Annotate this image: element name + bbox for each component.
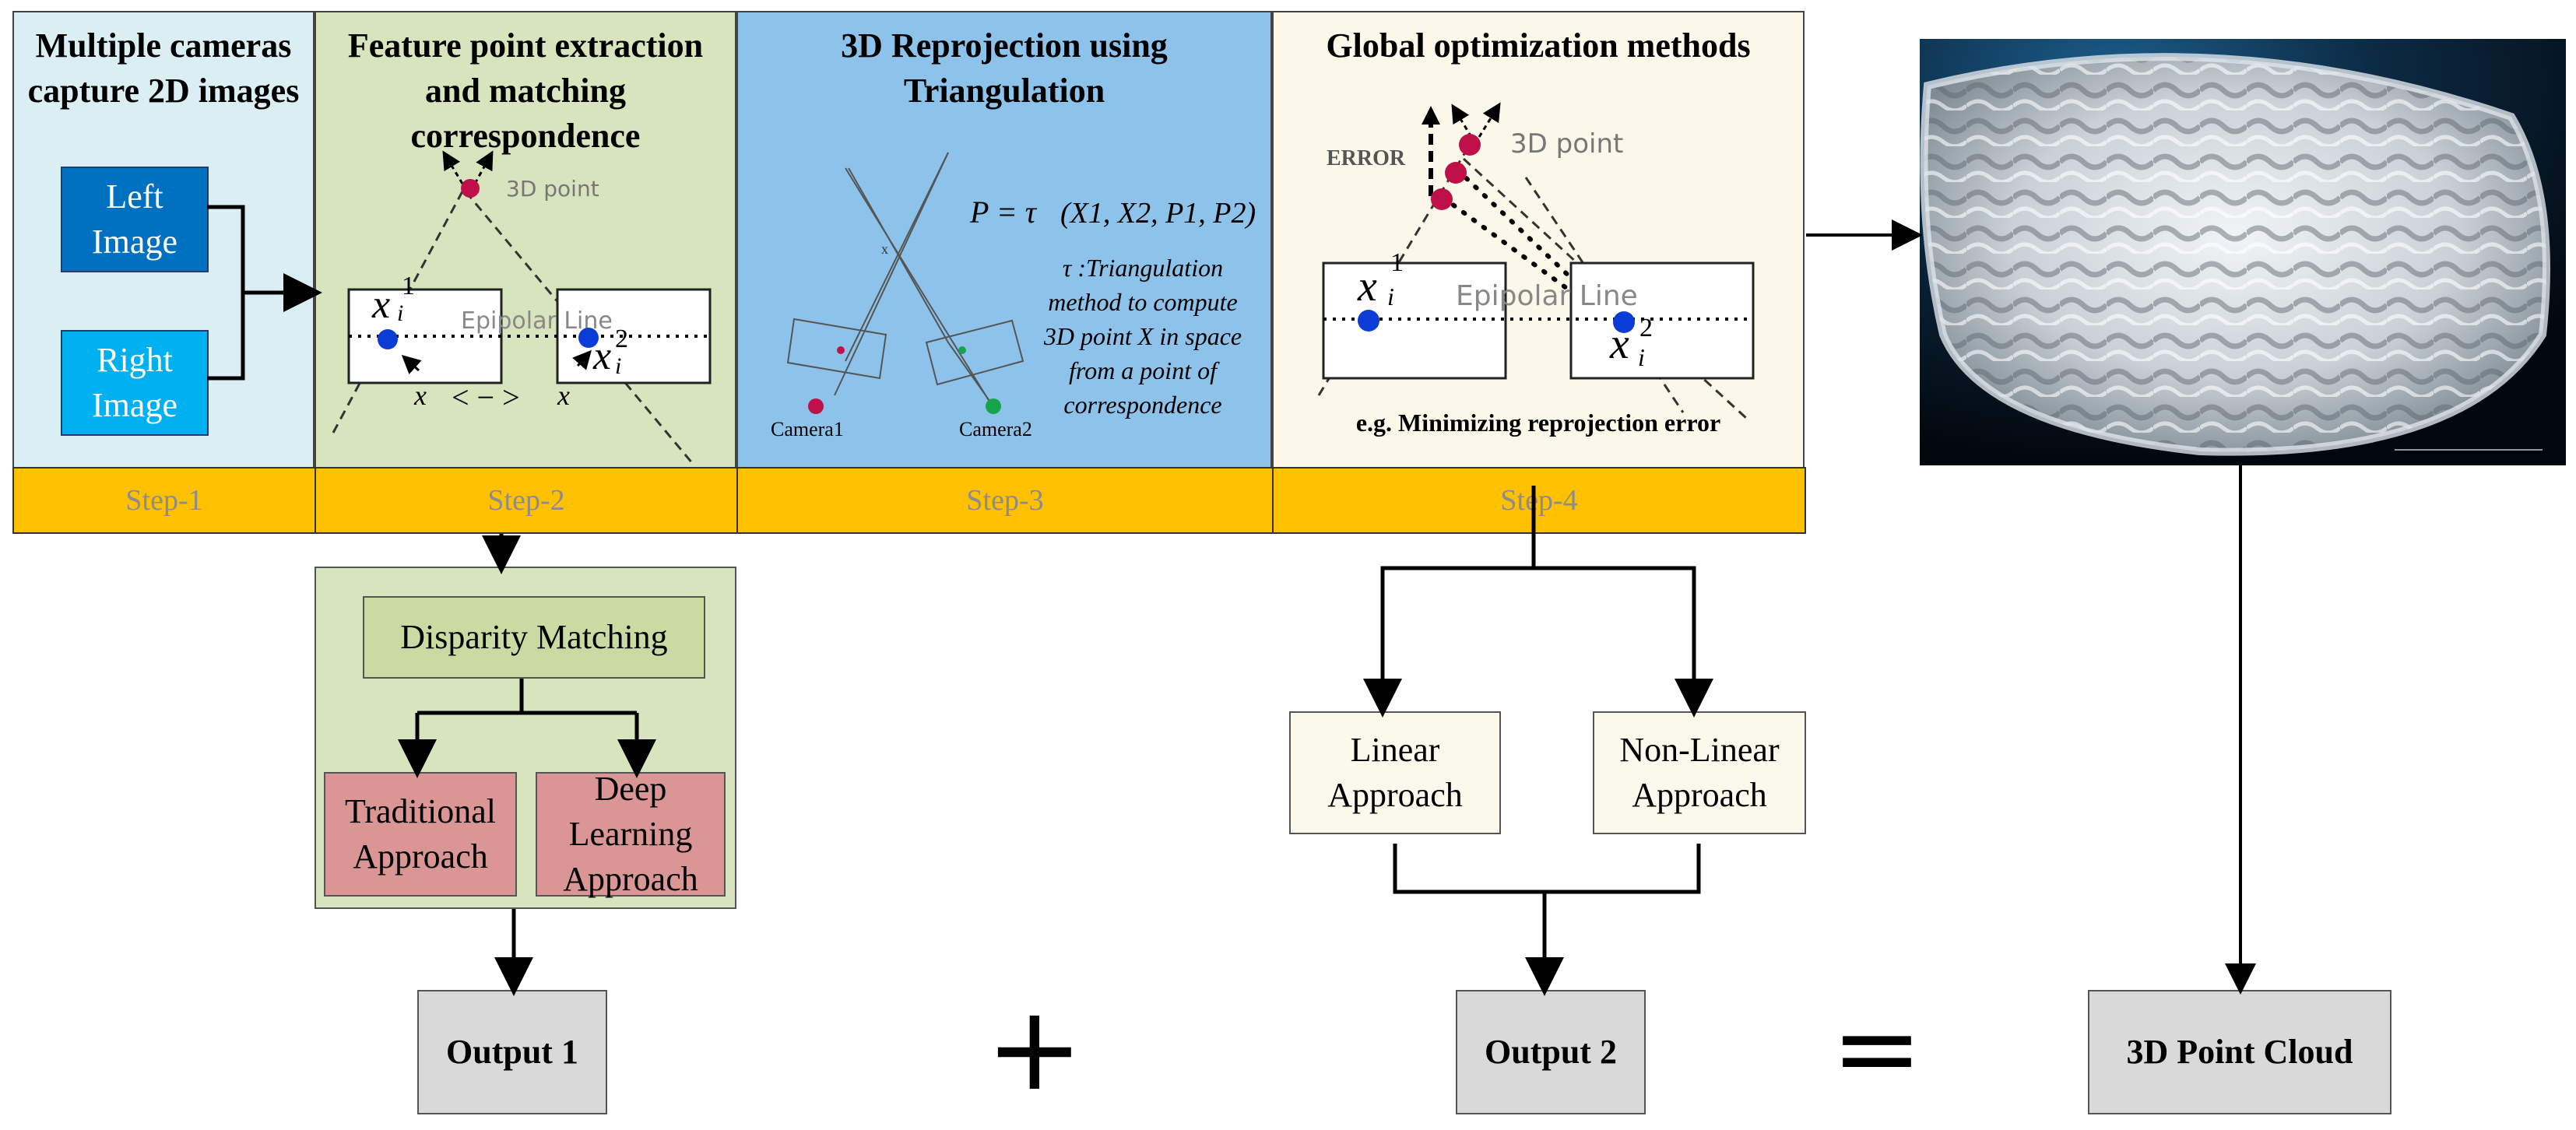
equals-symbol: = <box>1831 985 1923 1112</box>
step4-x2-sub: i <box>1638 343 1645 371</box>
step2-x1: x <box>371 282 390 327</box>
output-2-box: Output 2 <box>1456 990 1646 1114</box>
panel-step1: Multiple cameras capture 2D images Left … <box>12 11 315 468</box>
step-label-1: Step-1 <box>12 467 316 534</box>
traditional-approach-box: Traditional Approach <box>324 772 517 897</box>
step2-left-point <box>378 329 398 349</box>
step2-corr-left: x <box>413 380 427 411</box>
step2-point-label: 3D point <box>506 176 599 202</box>
camera1-point <box>808 398 824 414</box>
step4-caption: e.g. Minimizing reprojection error <box>1356 409 1720 437</box>
triangulation-formula-args: (X1, X2, P1, P2) <box>1060 197 1256 230</box>
camera2-point <box>986 398 1001 414</box>
step2-corr-right: x <box>557 380 570 411</box>
step4-x2-sup: 2 <box>1639 314 1653 342</box>
step4-left-point <box>1358 310 1379 332</box>
left-right-merge-connector <box>207 205 322 381</box>
step-label-4: Step-4 <box>1272 467 1806 534</box>
panel1-title: Multiple cameras capture 2D images <box>27 26 300 110</box>
step3-small-x: x <box>881 241 888 257</box>
step2-3d-point <box>461 179 480 198</box>
nonlinear-approach-box: Non-Linear Approach <box>1593 711 1806 834</box>
step2-x1-sub: i <box>397 300 403 326</box>
triangulation-formula-lhs: P = τ <box>969 195 1038 230</box>
step3-triangulation-figure <box>786 152 1024 414</box>
panel4-title: Global optimization methods <box>1326 26 1751 65</box>
point-cloud-image <box>1920 39 2566 465</box>
step4-x1: x <box>1357 262 1377 311</box>
step4-x2: x <box>1609 320 1629 368</box>
step2-corr-mid: < − > <box>452 380 520 415</box>
panel-step4: Global optimization methods <box>1272 11 1805 468</box>
step2-epipolar-figure: 3D point Epipolar Line x 1 i x 2 i x < −… <box>332 150 712 465</box>
step4-x1-sup: 1 <box>1390 248 1404 277</box>
step4-point-label: 3D point <box>1510 128 1623 160</box>
panel3-title: 3D Reprojection using Triangulation <box>841 26 1168 110</box>
output-1-box: Output 1 <box>417 990 607 1114</box>
error-label: ERROR <box>1327 146 1406 170</box>
camera1-label: Camera1 <box>771 418 844 440</box>
panel-step2: Feature point extraction and matching co… <box>315 11 736 468</box>
linear-approach-box: Linear Approach <box>1289 711 1501 834</box>
panel-step3: 3D Reprojection using Triangulation τ :T… <box>736 11 1272 468</box>
step4-to-approaches-connector <box>1363 486 1713 996</box>
step2-x2: x <box>592 334 611 378</box>
step4-epipolar-label: Epipolar Line <box>1456 280 1638 312</box>
step2-to-matching-connector <box>398 534 656 996</box>
right-image-box: Right Image <box>61 330 209 436</box>
step4-x1-sub: i <box>1387 282 1394 311</box>
left-image-box: Left Image <box>61 167 209 272</box>
point-cloud-box: 3D Point Cloud <box>2088 990 2391 1114</box>
step2-right-point <box>578 328 599 348</box>
step2-x2-sub: i <box>615 353 621 379</box>
step2-x2-sup: 2 <box>615 325 628 353</box>
step4-reprojection-figure: ERROR 3D point Epipolar Line x 1 i x 2 i <box>1317 102 1755 420</box>
camera2-label: Camera2 <box>959 418 1032 440</box>
step-label-2: Step-2 <box>315 467 738 534</box>
panel2-title: Feature point extraction and matching co… <box>347 26 704 155</box>
disparity-matching-box: Disparity Matching <box>363 596 705 679</box>
tau-description: τ :Triangulation method to compute 3D po… <box>1043 254 1242 419</box>
point-cloud-connector <box>1806 219 2256 995</box>
step2-x1-sup: 1 <box>402 272 415 300</box>
step4-right-point <box>1613 311 1635 333</box>
step-label-3: Step-3 <box>736 467 1274 534</box>
plus-symbol: + <box>986 981 1084 1117</box>
